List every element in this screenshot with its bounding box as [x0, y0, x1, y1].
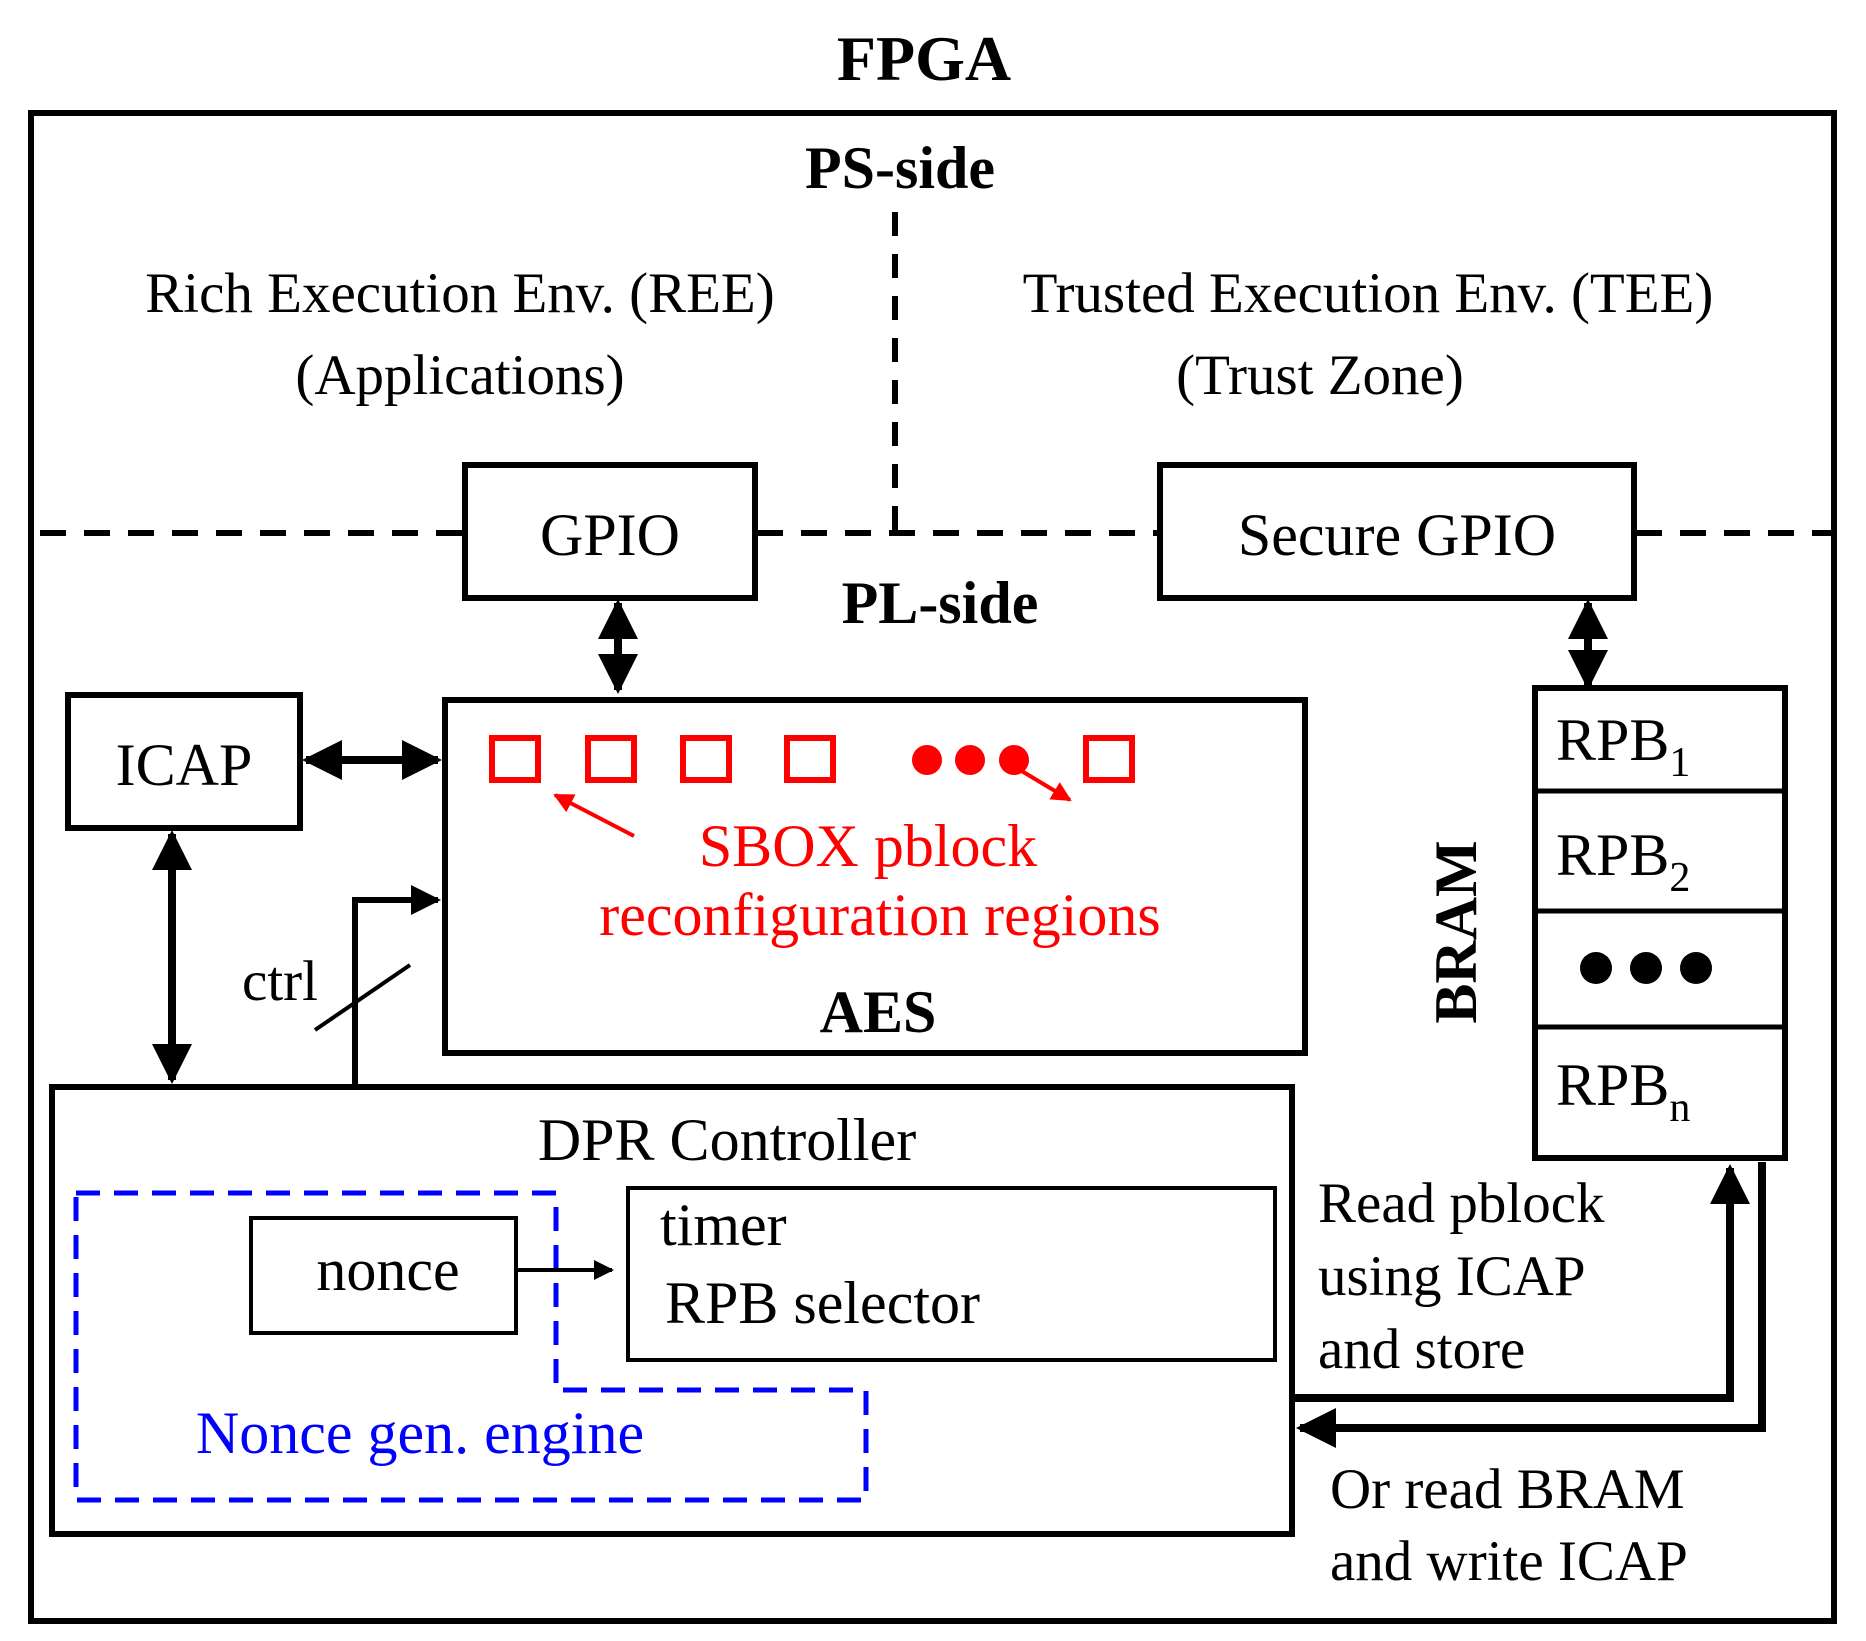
- sbox-ellipsis-dot: [999, 745, 1029, 775]
- read-pblock-label: Read pblock: [1318, 1172, 1605, 1235]
- fpga-title: FPGA: [837, 23, 1011, 94]
- tee-sublabel: (Trust Zone): [1176, 344, 1464, 407]
- read-pblock-label-3: and store: [1318, 1318, 1525, 1381]
- secure-gpio-block: Secure GPIO: [1157, 462, 1637, 601]
- bram-block: RPB1 RPB2 RPBn: [1532, 685, 1788, 1161]
- ps-side-label: PS-side: [805, 135, 995, 201]
- sbox-label: SBOX pblock: [699, 813, 1037, 879]
- ree-sublabel: (Applications): [295, 344, 624, 407]
- nonce-label: nonce: [316, 1237, 459, 1303]
- rpb-ellipsis-dot: [1630, 952, 1662, 984]
- dpr-to-bram-arrow: [1292, 1164, 1750, 1402]
- read-pblock-label-2: using ICAP: [1318, 1245, 1586, 1308]
- icap-block: ICAP: [65, 692, 303, 831]
- ctrl-bus: ctrl: [242, 885, 441, 1085]
- sbox-square: [680, 735, 732, 783]
- sbox-ellipsis-dot: [955, 745, 985, 775]
- bram-to-dpr-arrow: [1296, 1162, 1766, 1448]
- sbox-ellipsis-dot: [912, 745, 942, 775]
- timer-selector-block: timer RPB selector: [626, 1186, 1277, 1362]
- rpb-2: RPB2: [1556, 822, 1690, 901]
- read-bram-label: Or read BRAM: [1330, 1458, 1685, 1521]
- sbox-pointer-left: [553, 793, 635, 838]
- tee-label: Trusted Execution Env. (TEE): [1023, 262, 1714, 325]
- gpio-block: GPIO: [462, 462, 758, 601]
- rpb-n: RPBn: [1556, 1052, 1690, 1131]
- sbox-square: [784, 735, 836, 783]
- ctrl-label: ctrl: [242, 950, 318, 1013]
- read-bram-label-2: and write ICAP: [1330, 1530, 1688, 1593]
- sbox-pointer-right: [1018, 768, 1072, 802]
- fpga-border: [28, 110, 1837, 1624]
- sbox-sublabel: reconfiguration regions: [599, 882, 1160, 948]
- pl-side-label: PL-side: [842, 570, 1039, 636]
- rpb-ellipsis-dot: [1580, 952, 1612, 984]
- secure-gpio-label: Secure GPIO: [1238, 502, 1556, 568]
- sbox-square: [585, 735, 637, 783]
- aes-label: AES: [820, 979, 937, 1045]
- sbox-regions: SBOX pblock reconfiguration regions: [489, 735, 1161, 948]
- nonce-block: nonce: [249, 1216, 518, 1335]
- sbox-square: [489, 735, 541, 783]
- rpb-ellipsis-dot: [1680, 952, 1712, 984]
- icap-label: ICAP: [116, 732, 253, 798]
- ree-label: Rich Execution Env. (REE): [145, 262, 774, 325]
- gpio-label: GPIO: [540, 502, 680, 568]
- rpb-1: RPB1: [1556, 707, 1690, 786]
- timer-label: timer: [660, 1192, 787, 1258]
- nonce-engine-label: Nonce gen. engine: [196, 1400, 644, 1466]
- dpr-controller-label: DPR Controller: [538, 1107, 916, 1173]
- rpb-selector-label: RPB selector: [665, 1270, 980, 1336]
- sbox-square: [1083, 735, 1135, 783]
- bram-label: BRAM: [1423, 840, 1489, 1023]
- bus-slash: [313, 963, 412, 1032]
- nonce-engine-region: [73, 1190, 869, 1503]
